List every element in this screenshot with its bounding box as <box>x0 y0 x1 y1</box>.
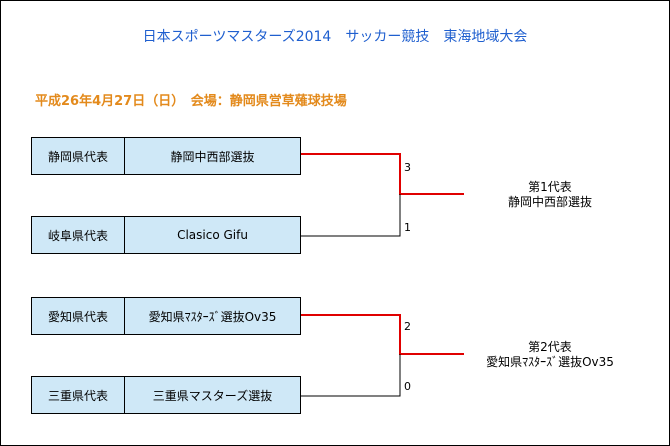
team-name: Clasico Gifu <box>177 228 248 242</box>
team-box-gifu: 岐阜県代表 Clasico Gifu <box>31 216 301 254</box>
match1-loser-line <box>300 194 401 237</box>
score-shizuoka: 3 <box>404 161 411 174</box>
team-name: 愛知県ﾏｽﾀｰｽﾞ選抜Ov35 <box>148 309 277 324</box>
match2-winner-line <box>300 314 464 355</box>
team-prefecture: 岐阜県代表 <box>32 217 125 253</box>
team-box-mie: 三重県代表 三重県マスターズ選抜 <box>31 376 301 414</box>
match2-loser-line <box>300 354 401 397</box>
result-winner: 静岡中西部選抜 <box>507 195 592 209</box>
result-label: 第1代表 <box>528 180 572 194</box>
score-gifu: 1 <box>404 221 411 234</box>
date-venue: 平成26年4月27日（日） 会場：静岡県営草薙球技場 <box>35 94 347 109</box>
score-aichi: 2 <box>404 320 411 333</box>
match1-winner-line <box>300 153 464 195</box>
team-prefecture: 三重県代表 <box>32 377 125 413</box>
result-first-rep: 第1代表 静岡中西部選抜 <box>450 180 650 210</box>
team-box-aichi: 愛知県代表 愛知県ﾏｽﾀｰｽﾞ選抜Ov35 <box>31 297 301 335</box>
team-name: 静岡中西部選抜 <box>170 149 255 164</box>
score-mie: 0 <box>404 380 411 393</box>
team-box-shizuoka: 静岡県代表 静岡中西部選抜 <box>31 137 301 175</box>
team-prefecture: 愛知県代表 <box>32 298 125 334</box>
result-second-rep: 第2代表 愛知県ﾏｽﾀｰｽﾞ選抜Ov35 <box>450 340 650 370</box>
team-name: 三重県マスターズ選抜 <box>152 388 273 403</box>
team-prefecture: 静岡県代表 <box>32 138 125 174</box>
page-title: 日本スポーツマスターズ2014 サッカー競技 東海地域大会 <box>142 29 528 45</box>
result-label: 第2代表 <box>528 340 572 354</box>
result-winner: 愛知県ﾏｽﾀｰｽﾞ選抜Ov35 <box>486 355 614 369</box>
